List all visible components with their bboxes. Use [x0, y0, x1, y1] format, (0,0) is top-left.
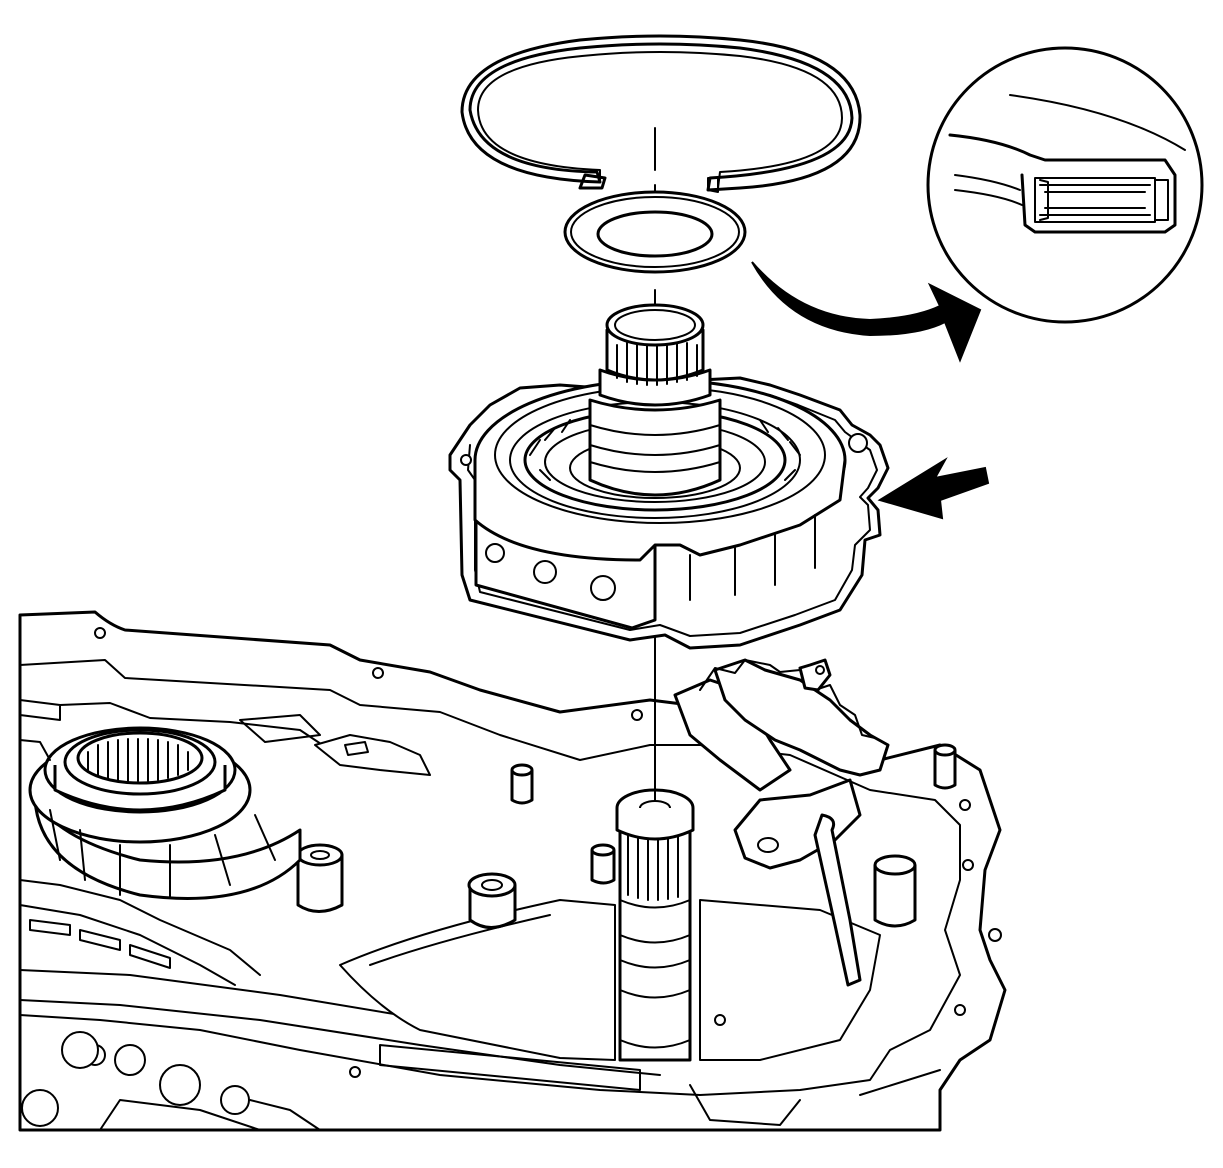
transaxle-case: [18, 610, 1007, 1132]
case-boss: [873, 854, 917, 928]
case-lower-detail: [21, 1031, 941, 1131]
thrust-washer: [563, 190, 747, 274]
curved-arrow-icon: [751, 261, 982, 363]
case-boss: [467, 872, 517, 929]
sun-gear-shaft: [588, 303, 722, 497]
differential-bearing: [28, 726, 302, 900]
case-boss: [296, 843, 344, 913]
detail-view-inset: [926, 46, 1204, 324]
case-dowel: [510, 743, 957, 885]
arrow-left-icon: [877, 457, 990, 520]
input-shaft: [615, 788, 695, 1062]
gear-carrier-assembly: [448, 303, 890, 650]
detent-lever: [673, 658, 890, 987]
valve-body-channels: [19, 699, 431, 986]
snap-ring: [460, 34, 862, 193]
